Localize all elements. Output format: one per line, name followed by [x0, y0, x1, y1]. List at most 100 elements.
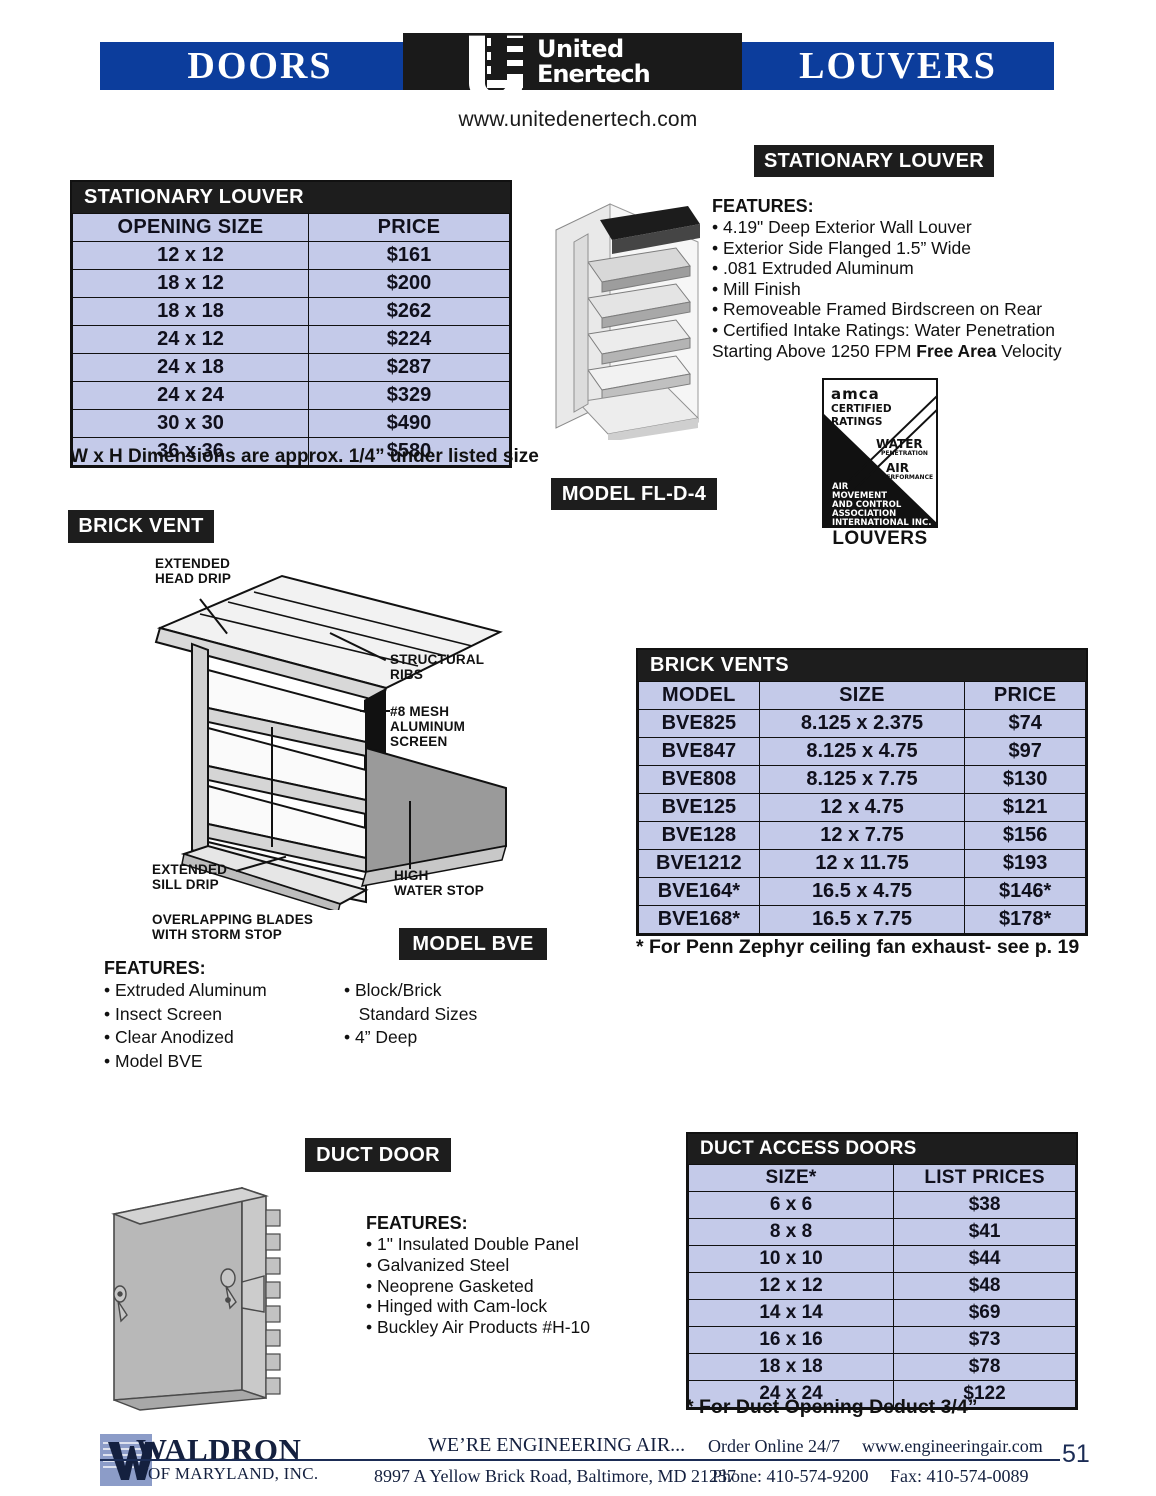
- feature-item: • Removeable Framed Birdscreen on Rear: [712, 299, 1043, 320]
- table-title: STATIONARY LOUVER: [72, 182, 510, 213]
- table-cell: BVE168*: [638, 905, 760, 934]
- feature-item: • 1" Insulated Double Panel: [366, 1234, 579, 1254]
- waldron-company-name: WALDRON: [136, 1432, 302, 1467]
- model-bve-tag: MODEL BVE: [399, 928, 547, 960]
- table-cell: $580: [307, 437, 511, 466]
- duct-access-doors-price-table: DUCT ACCESS DOORS SIZE*LIST PRICES 6 x 6…: [686, 1132, 1078, 1410]
- table-cell: 8.125 x 4.75: [758, 737, 966, 766]
- table-row: 18 x 18$262: [72, 297, 511, 326]
- features-tail-pre: Starting Above 1250 FPM: [712, 340, 917, 361]
- features-tail-bold: Free Area: [916, 340, 997, 361]
- column-header: OPENING SIZE: [72, 213, 309, 242]
- feature-item: • Certified Intake Ratings: Water Penetr…: [712, 319, 1056, 340]
- table-cell: 8.125 x 2.375: [758, 709, 966, 738]
- table-row: 36 x 36$580: [72, 437, 511, 466]
- table-row: 18 x 12$200: [72, 269, 511, 298]
- feature-item: Standard Sizes: [344, 1003, 478, 1024]
- table-cell: $130: [964, 765, 1086, 794]
- duct-door-features: FEATURES: • 1" Insulated Double Panel• G…: [366, 1213, 666, 1338]
- table-cell: $48: [893, 1272, 1076, 1300]
- table-cell: BVE808: [638, 765, 760, 794]
- table-cell: $69: [893, 1299, 1076, 1327]
- logo-line-2: Enertech: [537, 59, 651, 88]
- united-enertech-logo: United Enertech: [403, 33, 742, 105]
- header-doors-label: DOORS: [187, 45, 333, 87]
- table-cell: 16 x 16: [687, 1326, 895, 1354]
- footer-divider-rule: [100, 1459, 1060, 1461]
- feature-item: • 4.19" Deep Exterior Wall Louver: [712, 217, 972, 237]
- table-title: DUCT ACCESS DOORS: [688, 1134, 1076, 1164]
- features-heading: FEATURES:: [366, 1213, 468, 1233]
- table-cell: 24 x 12: [72, 325, 309, 354]
- table-cell: BVE125: [638, 793, 760, 822]
- header-louvers-bar: LOUVERS: [742, 42, 1054, 90]
- table-cell: $224: [307, 325, 511, 354]
- table-row: 24 x 24$329: [72, 381, 511, 410]
- company-website-url[interactable]: www.unitedenertech.com: [458, 108, 698, 131]
- table-cell: $329: [307, 381, 511, 410]
- column-header: PRICE: [307, 213, 511, 242]
- table-row: 16 x 16$73: [687, 1326, 1076, 1354]
- callout-structural-ribs: STRUCTURAL RIBS: [390, 652, 485, 682]
- table-row: 6 x 6$38: [687, 1191, 1076, 1219]
- features-tail-post: Velocity: [996, 340, 1062, 361]
- table-cell: 12 x 11.75: [758, 849, 966, 878]
- united-enertech-mark-icon: [465, 34, 527, 106]
- leader-water-stop: [409, 801, 411, 869]
- table-cell: $122: [893, 1380, 1076, 1408]
- table-cell: 24 x 18: [72, 353, 309, 382]
- table-cell: 18 x 18: [72, 297, 309, 326]
- table-cell: 24 x 24: [72, 381, 309, 410]
- feature-item: • Exterior Side Flanged 1.5” Wide: [712, 237, 972, 258]
- table-cell: 18 x 12: [72, 269, 309, 298]
- leader-blades: [271, 727, 273, 847]
- table-cell: BVE847: [638, 737, 760, 766]
- callout-extended-sill-drip: EXTENDED SILL DRIP: [152, 862, 228, 892]
- table-row: BVE168*16.5 x 7.75$178*: [638, 905, 1086, 934]
- table-row: 8 x 8$41: [687, 1218, 1076, 1246]
- footer-phone: Phone: 410-574-9200: [712, 1466, 869, 1486]
- footer-website[interactable]: www.engineeringair.com: [862, 1436, 1043, 1456]
- amca-air-sub: PERFORMANCE: [882, 474, 934, 481]
- table-cell: $156: [964, 821, 1086, 850]
- table-cell: $97: [964, 737, 1086, 766]
- table-cell: $200: [307, 269, 511, 298]
- amca-assoc-line: MOVEMENT: [832, 490, 888, 501]
- feature-item: • .081 Extruded Aluminum: [712, 258, 914, 279]
- features-tail: Starting Above 1250 FPM Free Area Veloci…: [712, 341, 1072, 362]
- duct-door-illustration: [100, 1172, 300, 1412]
- footer-tagline: WE’RE ENGINEERING AIR...: [428, 1434, 686, 1456]
- table-cell: 24 x 24: [687, 1380, 895, 1408]
- table-cell: 14 x 14: [687, 1299, 895, 1327]
- column-header: SIZE: [758, 681, 966, 710]
- logo-line-1: United: [537, 34, 624, 63]
- waldron-w-monogram-icon: [108, 1442, 152, 1480]
- feature-item: • Clear Anodized: [104, 1027, 234, 1047]
- table-cell: 18 x 18: [687, 1353, 895, 1381]
- column-header: PRICE: [964, 681, 1086, 710]
- column-header: MODEL: [638, 681, 760, 710]
- stationary-louver-illustration: [548, 190, 708, 442]
- footer-order-online: Order Online 24/7: [708, 1436, 840, 1456]
- table-title: BRICK VENTS: [638, 650, 1086, 681]
- amca-certified: CERTIFIED: [831, 403, 892, 415]
- amca-assoc-line: INTERNATIONAL INC.: [832, 517, 932, 528]
- table-cell: $41: [893, 1218, 1076, 1246]
- stationary-louver-table-note: W x H Dimensions are approx. 1/4” under …: [70, 446, 539, 467]
- table-cell: 10 x 10: [687, 1245, 895, 1273]
- table-cell: $287: [307, 353, 511, 382]
- table-cell: BVE1212: [638, 849, 760, 878]
- table-cell: $121: [964, 793, 1086, 822]
- stationary-louver-section-tag: STATIONARY LOUVER: [754, 145, 994, 177]
- table-cell: $78: [893, 1353, 1076, 1381]
- table-cell: $490: [307, 409, 511, 438]
- feature-item: • Block/Brick: [344, 980, 442, 1000]
- column-header: SIZE*: [687, 1164, 895, 1192]
